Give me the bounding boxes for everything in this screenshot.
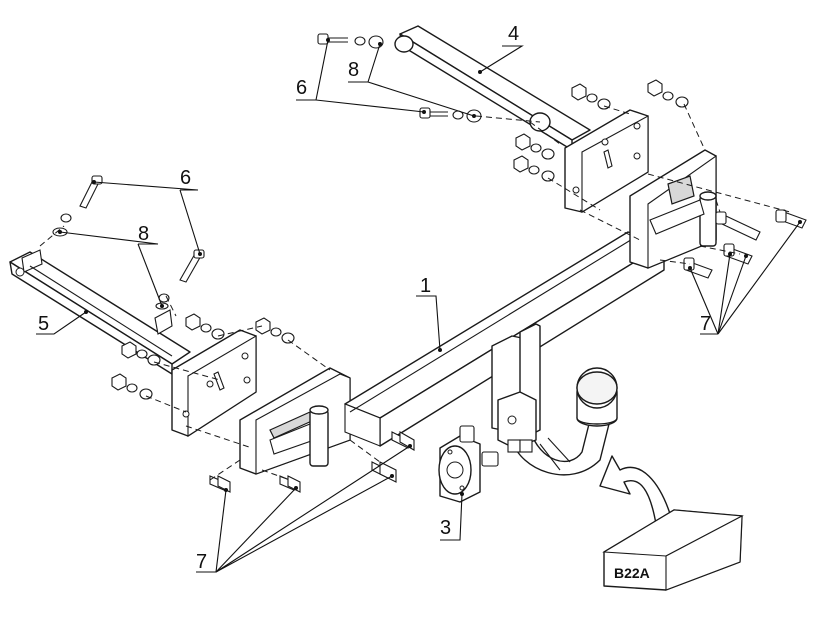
callout-label-left-bracket: 5 xyxy=(38,313,49,335)
right-side-bracket xyxy=(394,25,591,151)
callout-label-main-bar: 1 xyxy=(420,275,431,297)
ball-type-label: B22A xyxy=(614,565,650,581)
right-nuts-group xyxy=(513,79,689,182)
callout-label-bolts-bottom: 7 xyxy=(196,551,207,573)
callout-label-washer-left: 8 xyxy=(138,223,149,245)
right-mounting-plate xyxy=(564,109,649,213)
socket-bracket xyxy=(497,391,537,453)
left-mounting-plate xyxy=(171,329,257,438)
callout-3: 3 xyxy=(440,492,464,541)
callout-8-top: 8 xyxy=(348,42,476,118)
left-nuts-group xyxy=(111,313,295,400)
callout-6-top: 6 xyxy=(296,38,426,114)
callout-label-bolt-top: 6 xyxy=(296,77,307,99)
hardware-right xyxy=(317,33,807,279)
right-side-bolts xyxy=(683,209,807,279)
left-bottom-bolts xyxy=(209,431,415,493)
right-bar-bracket xyxy=(629,149,717,269)
ball-type-indicator: B22A xyxy=(599,455,744,591)
towball xyxy=(576,367,618,427)
left-side-bracket xyxy=(9,249,191,375)
callout-1: 1 xyxy=(416,275,442,352)
callout-label-bolts-right: 7 xyxy=(700,313,711,335)
callout-7-bottom: 7 xyxy=(196,444,412,573)
callout-7-right: 7 xyxy=(688,220,802,335)
callout-label-right-bracket: 4 xyxy=(508,23,519,45)
callout-8-left: 8 xyxy=(58,223,164,308)
left-bar-bracket xyxy=(239,367,351,475)
hardware-left xyxy=(52,175,415,493)
callout-label-washer-top: 8 xyxy=(348,59,359,81)
callout-5: 5 xyxy=(36,310,88,335)
callout-4: 4 xyxy=(478,23,524,74)
callout-label-socket: 3 xyxy=(440,517,451,539)
callout-6-left: 6 xyxy=(92,167,202,256)
electrical-socket xyxy=(438,425,499,503)
callout-label-bolt-left: 6 xyxy=(180,167,191,189)
assembly-lines xyxy=(39,103,791,481)
left-bolt-top xyxy=(79,175,103,209)
